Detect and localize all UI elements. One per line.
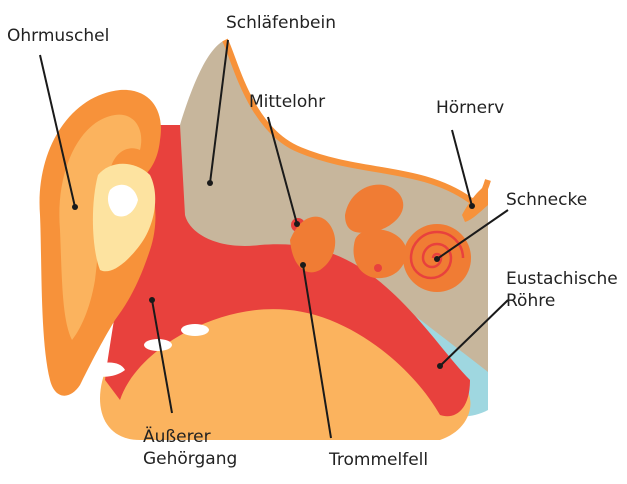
label-schlaefenbein: Schläfenbein	[226, 13, 336, 34]
leader-dot	[207, 180, 213, 186]
label-schnecke: Schnecke	[506, 190, 587, 211]
label-hoernerv: Hörnerv	[436, 98, 504, 119]
leader-dot	[294, 221, 300, 227]
cartilage-piece	[144, 339, 172, 351]
label-aeusserer-line2: Gehörgang	[143, 449, 237, 470]
leader-dot	[300, 262, 306, 268]
label-eustachische-line1: Eustachische	[506, 269, 618, 290]
label-trommelfell: Trommelfell	[329, 450, 428, 471]
label-aeusserer-line1: Äußerer	[143, 427, 211, 448]
label-eustachische-line2: Röhre	[506, 291, 555, 312]
label-ohrmuschel: Ohrmuschel	[7, 26, 109, 47]
leader-dot	[149, 297, 155, 303]
leader-dot	[469, 203, 475, 209]
leader-dot	[72, 204, 78, 210]
leader-dot	[434, 256, 440, 262]
vestibule-dot	[374, 264, 382, 272]
label-mittelohr: Mittelohr	[249, 92, 325, 113]
leader-dot	[437, 363, 443, 369]
cartilage-piece	[181, 324, 209, 336]
